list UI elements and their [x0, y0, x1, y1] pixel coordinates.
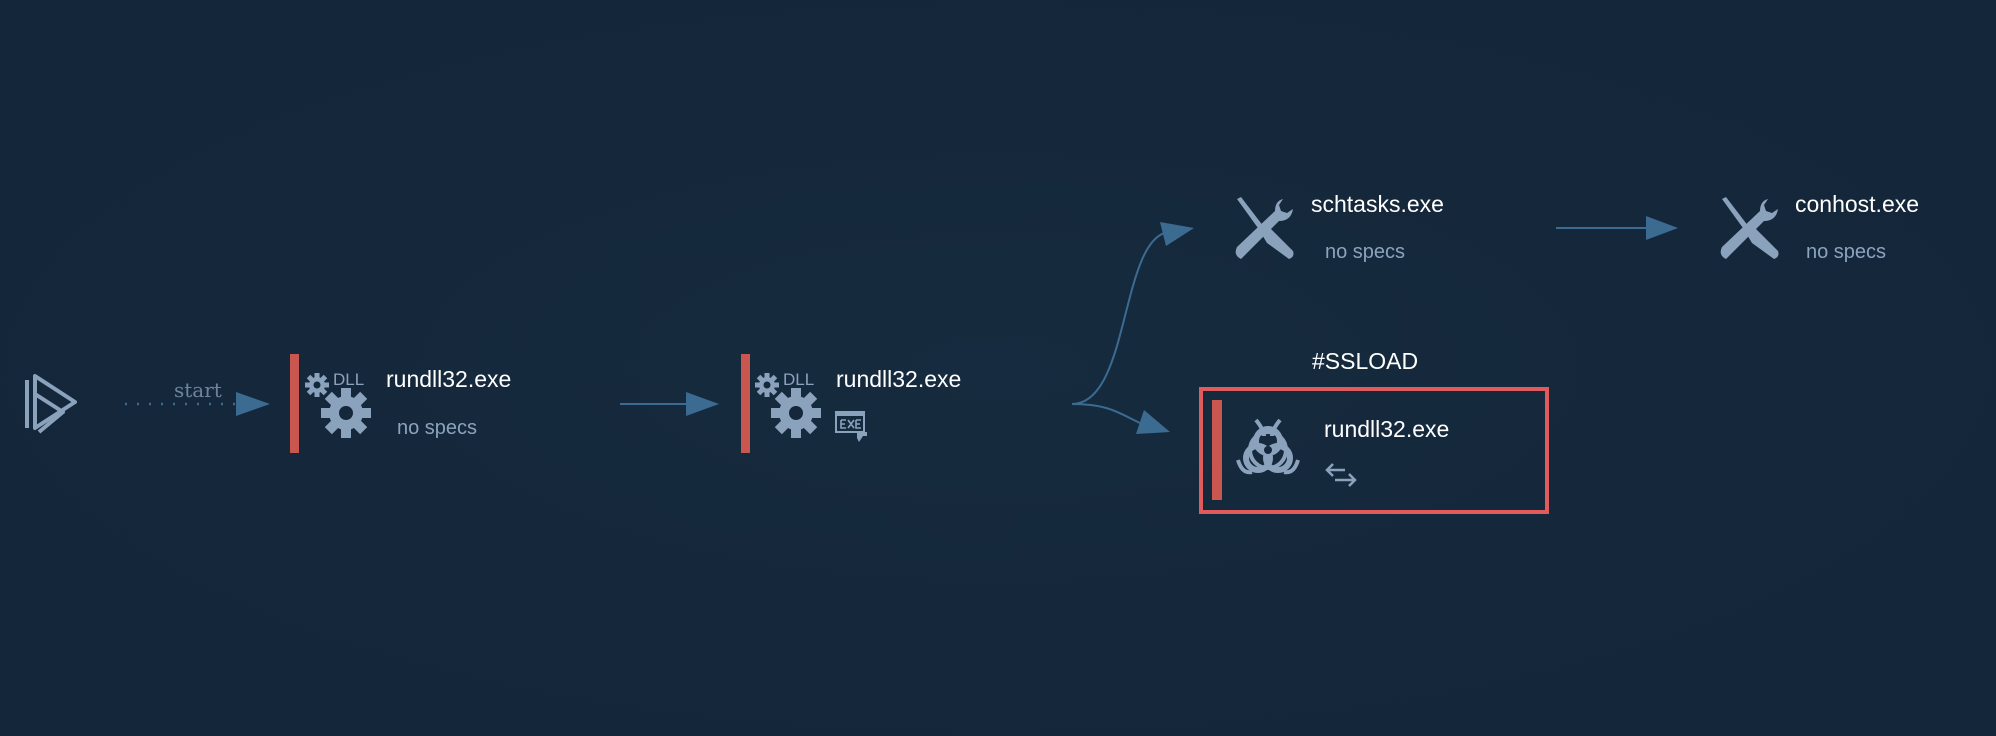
node-title: conhost.exe [1795, 191, 1920, 217]
edge-node1-node2 [620, 392, 719, 416]
play-icon[interactable] [23, 372, 83, 436]
small-gear-icon [305, 373, 329, 397]
node-status-bar [290, 354, 299, 453]
gear-icon [321, 388, 371, 438]
node-subtitle: no specs [1325, 241, 1406, 263]
node-subtitle: no specs [1806, 241, 1887, 263]
process-node-conhost[interactable]: conhost.exe no specs [1716, 190, 1986, 270]
node-status-bar [1212, 400, 1222, 500]
edge-start [125, 392, 270, 416]
node-title: rundll32.exe [386, 366, 512, 392]
node-title: rundll32.exe [836, 366, 962, 392]
node-title: rundll32.exe [1324, 416, 1450, 442]
tools-icon [1720, 197, 1779, 259]
malware-tag: #SSLOAD [1312, 348, 1419, 374]
node-title: schtasks.exe [1311, 191, 1444, 217]
node-subtitle: no specs [397, 417, 478, 439]
edge-schtasks-conhost [1556, 216, 1678, 240]
process-node-schtasks[interactable]: schtasks.exe no specs [1231, 190, 1531, 270]
gear-icon [771, 388, 821, 438]
dll-badge: DLL [333, 370, 365, 389]
exe-icon [835, 411, 867, 442]
small-gear-icon [755, 373, 779, 397]
tools-icon [1235, 197, 1294, 259]
process-node-rundll32-ssload[interactable]: rundll32.exe [1199, 387, 1549, 514]
dll-badge: DLL [783, 370, 815, 389]
edge-node2-schtasks [1071, 222, 1194, 405]
edge-node2-ssload [1071, 403, 1170, 434]
start-label: start [174, 378, 222, 402]
process-node-rundll32-2[interactable]: DLL rundll32.exe [741, 354, 981, 454]
node-status-bar [741, 354, 750, 453]
biohazard-icon [1236, 418, 1300, 475]
process-node-rundll32-1[interactable]: DLL rundll32.exe no specs [290, 354, 530, 454]
network-arrows-icon [1325, 463, 1357, 487]
